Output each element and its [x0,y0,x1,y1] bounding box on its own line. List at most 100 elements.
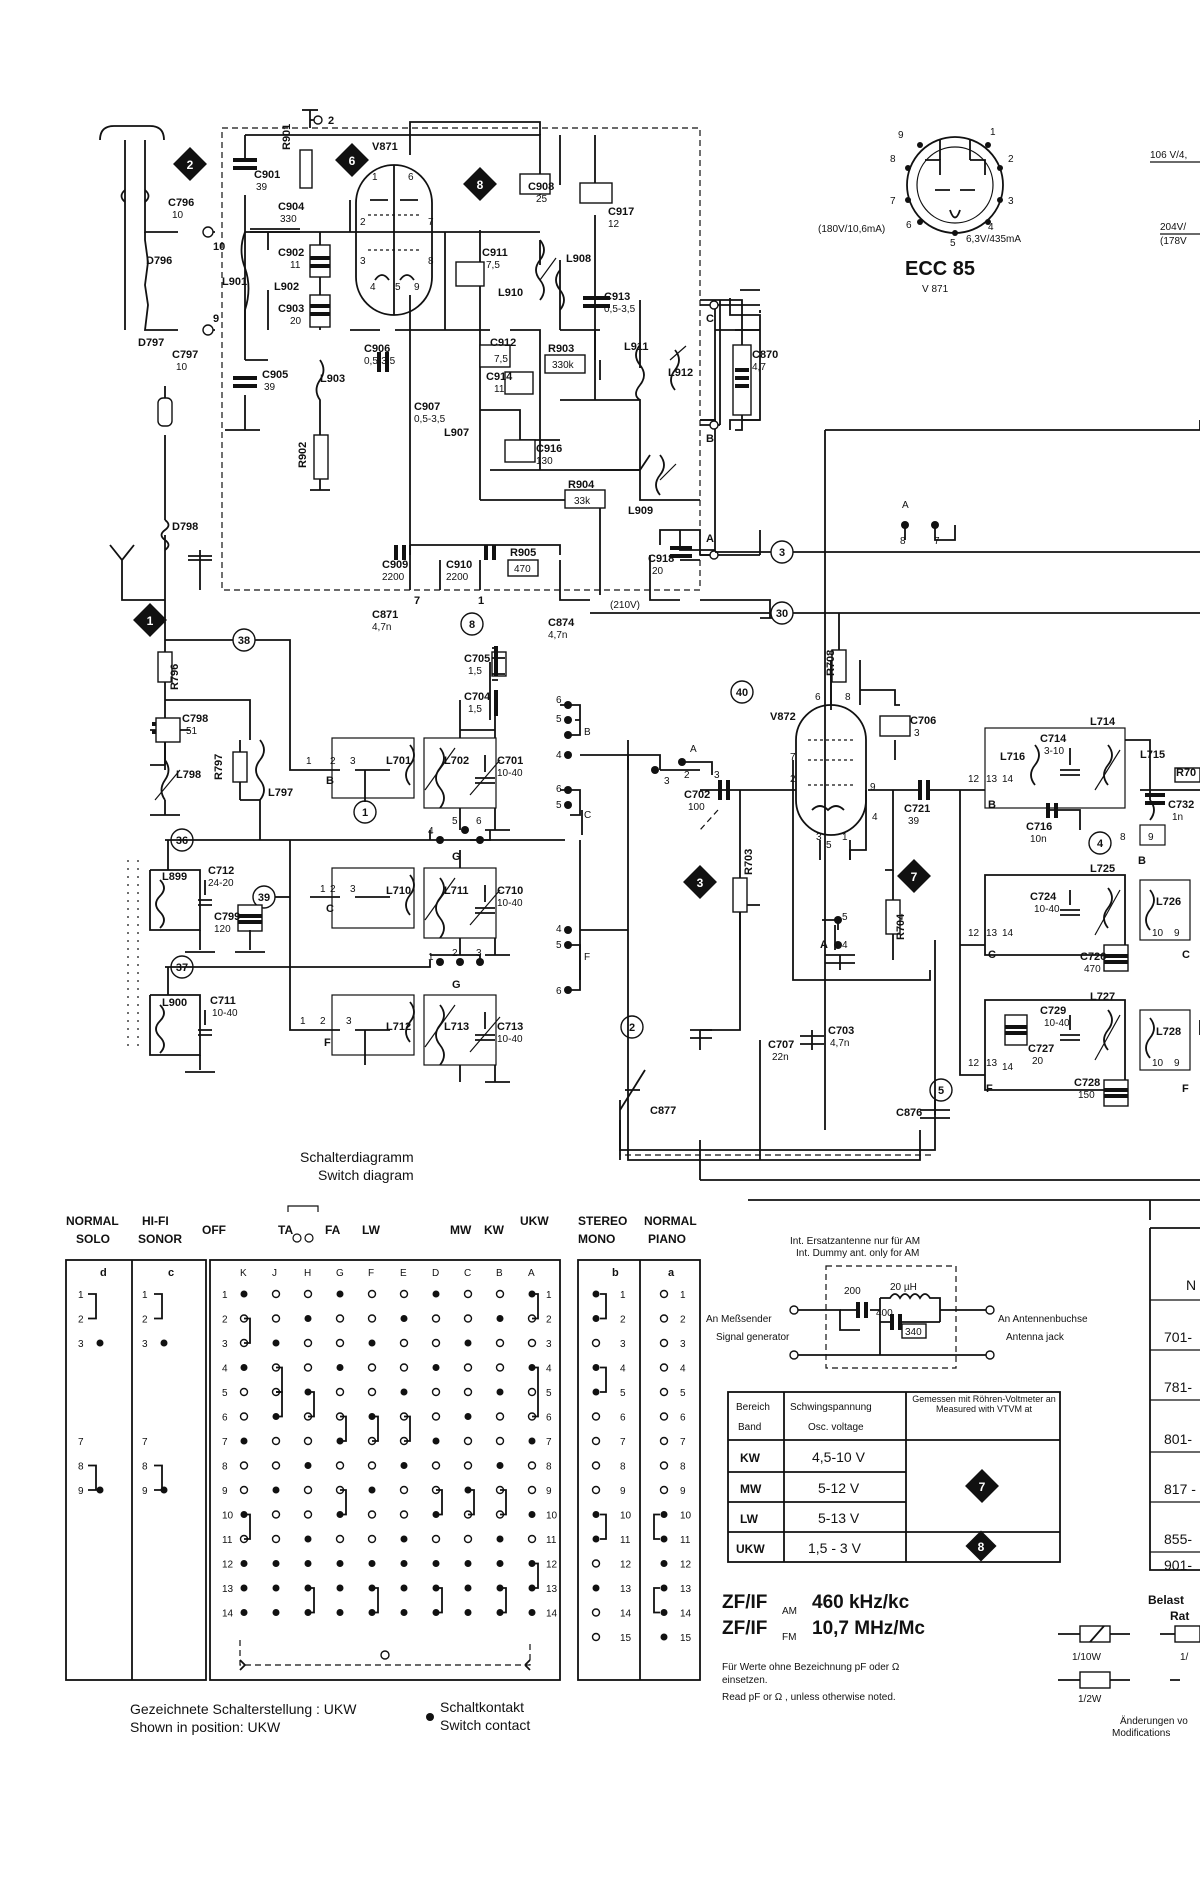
svg-text:204V/: 204V/ [1160,222,1186,233]
svg-text:D796: D796 [146,255,172,267]
switch-row-label: 9 [222,1486,228,1497]
switch-dot [399,1363,409,1372]
switch-bracket [436,1489,443,1516]
switch-dot [495,1289,505,1299]
label-V872: V872 [770,711,796,723]
svg-text:C701: C701 [497,755,523,767]
switch-bracket [653,1513,660,1540]
svg-text:C711: C711 [210,995,236,1007]
svg-text:B: B [326,775,334,787]
switch-col-D: D [432,1268,439,1279]
switch-row-label-a: 3 [680,1339,686,1350]
switch-dot [660,1535,668,1543]
switch-row-label-c: 9 [142,1486,148,1497]
switch-dot [271,1314,281,1323]
svg-text:D797: D797 [138,337,164,349]
svg-text:C917: C917 [608,206,634,218]
svg-text:38: 38 [238,635,250,647]
svg-text:3: 3 [664,776,670,787]
res-R901 [299,149,313,189]
svg-text:C: C [1182,949,1190,961]
svg-text:7: 7 [934,536,940,547]
svg-text:701-: 701- [1164,1329,1192,1345]
switch-row-label: 6 [222,1413,228,1424]
switch-dot [528,1511,536,1518]
res-R902 [313,434,329,480]
svg-text:10: 10 [1152,1058,1164,1069]
marker-3 [683,865,717,899]
svg-text:12: 12 [968,774,980,785]
svg-text:KW: KW [484,1223,505,1237]
svg-text:Band: Band [738,1422,761,1433]
switch-dot [495,1436,505,1446]
svg-text:330: 330 [280,214,297,225]
svg-text:1: 1 [147,614,154,628]
svg-text:9: 9 [1174,928,1180,939]
svg-text:6: 6 [476,816,482,827]
svg-text:N: N [1186,1277,1196,1293]
switch-dot [368,1339,376,1347]
svg-text:1: 1 [372,172,378,183]
label-V871: V871 [372,141,398,153]
switch-dot [592,1364,600,1371]
switch-row-label-b: 2 [620,1315,626,1326]
svg-text:6: 6 [408,172,414,183]
svg-text:C728: C728 [1074,1077,1100,1089]
switch-bracket [154,1464,163,1491]
svg-text:(210V): (210V) [610,600,640,611]
switch-dot [660,1511,668,1518]
svg-text:1,5: 1,5 [468,704,482,715]
switch-contact-de: Schaltkontakt [440,1699,524,1715]
switch-dot [239,1461,249,1470]
switch-row-label: 11 [222,1535,233,1546]
marker-7 [897,859,931,893]
svg-text:C706: C706 [910,715,936,727]
switch-bracket [154,1293,163,1320]
switch-row-label-d: 9 [78,1486,84,1497]
switch-row-label-d: 8 [78,1462,84,1473]
svg-text:SONOR: SONOR [138,1232,182,1246]
svg-text:4: 4 [872,812,878,823]
switch-dot [432,1437,440,1445]
svg-text:Int. Ersatzantenne nur für AM: Int. Ersatzantenne nur für AM [790,1236,920,1247]
switch-dot [272,1560,280,1567]
switch-row-label: 13 [546,1584,558,1595]
switch-dot [659,1338,669,1348]
switch-bracket [532,1562,539,1589]
svg-text:3: 3 [1008,196,1014,207]
switch-dot [660,1609,668,1616]
svg-text:R704: R704 [895,913,907,940]
svg-text:B: B [706,433,714,445]
svg-text:R905: R905 [510,547,536,559]
tube-V872: V872 7 2 9 6 8 3 1 5 4 5 4 [619,613,960,1160]
switch-row-label-b: 14 [620,1609,632,1620]
svg-text:6: 6 [556,695,562,706]
svg-text:L716: L716 [1000,751,1025,763]
svg-text:C707: C707 [768,1039,794,1051]
switch-dot [271,1461,281,1470]
svg-text:120: 120 [214,924,231,935]
oscillator-voltage-table: Bereich Band Schwingspannung Osc. voltag… [727,1391,1061,1563]
svg-text:C796: C796 [168,197,194,209]
switch-dot [591,1436,601,1446]
switch-row-label-c: 3 [142,1339,148,1350]
svg-text:36: 36 [176,835,188,847]
switch-row-label-c: 8 [142,1462,148,1473]
switch-dot [496,1388,504,1396]
switch-dot [160,1339,168,1347]
marker-2 [173,147,207,181]
switch-row-label-b: 13 [620,1584,632,1595]
svg-text:UKW: UKW [736,1542,765,1556]
switch-row-label: 8 [222,1462,228,1473]
switch-dot [659,1412,669,1421]
svg-text:5: 5 [395,282,401,293]
switch-row-label-a: 14 [680,1609,692,1620]
switch-dot [303,1436,313,1446]
switch-bracket [244,1317,251,1344]
switch-bracket [244,1513,251,1540]
svg-text:L711: L711 [444,885,468,897]
svg-text:(180V/10,6mA): (180V/10,6mA) [818,224,885,235]
switch-dot [592,1290,600,1298]
switch-dot [463,1534,473,1544]
switch-dot [240,1290,248,1298]
